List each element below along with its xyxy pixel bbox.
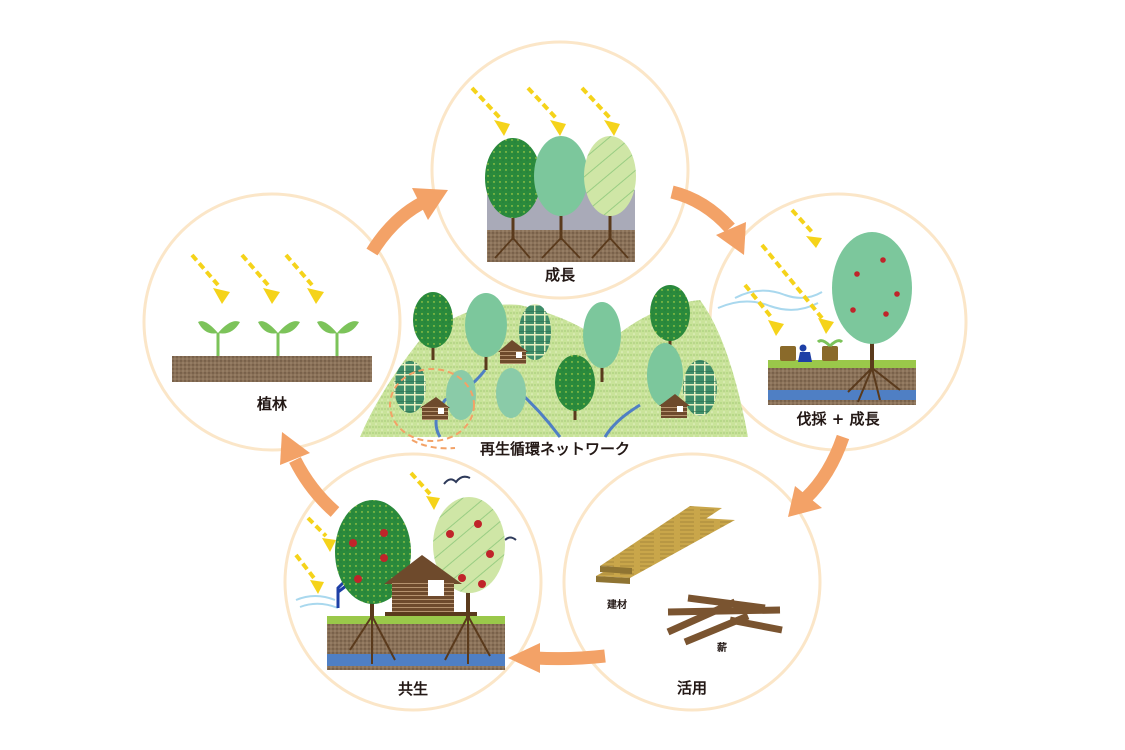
label-harvest-growth: 伐採 + 成長 (796, 410, 880, 428)
person-figure (336, 581, 347, 608)
use-illustration (596, 506, 783, 646)
stage-circles (142, 40, 968, 712)
tree-stump (780, 346, 796, 361)
circle-growth (430, 40, 690, 300)
arrow-coexist-to-planting (280, 432, 340, 517)
label-use: 活用 (677, 679, 707, 697)
label-building-material: 建材 (606, 598, 627, 611)
arrow-planting-to-growth (366, 188, 448, 256)
coexist-illustration (294, 471, 517, 670)
growth-illustration (470, 86, 636, 262)
sun-rays (470, 86, 612, 120)
harvest-illustration (717, 208, 916, 405)
label-regeneration-network: 再生循環ネットワーク (480, 440, 630, 458)
circle-coexist (283, 452, 543, 712)
label-planting: 植林 (257, 395, 288, 413)
arrow-harvest-to-use (788, 434, 850, 517)
label-coexist: 共生 (398, 680, 428, 698)
lumber-boards (596, 506, 735, 584)
regeneration-network-illustration (360, 285, 748, 450)
firewood (666, 594, 783, 646)
network-cabins (420, 340, 690, 420)
arrow-use-to-coexist (508, 643, 606, 673)
circle-use (562, 452, 822, 712)
circle-planting (142, 192, 402, 452)
seedlings (198, 321, 359, 357)
arrow-growth-to-harvest (670, 185, 746, 255)
wind-icon (717, 289, 823, 311)
label-firewood: 薪 (717, 641, 727, 654)
tree-stump (822, 346, 838, 361)
label-growth: 成長 (545, 266, 576, 284)
cabin (384, 555, 477, 616)
planting-illustration (172, 253, 372, 382)
wind-icon (295, 595, 339, 609)
network-trees (394, 285, 717, 420)
worker-figure (798, 344, 812, 362)
highlight-circle (389, 368, 475, 442)
cycle-arrows (280, 185, 850, 673)
bird-icon (443, 475, 517, 541)
